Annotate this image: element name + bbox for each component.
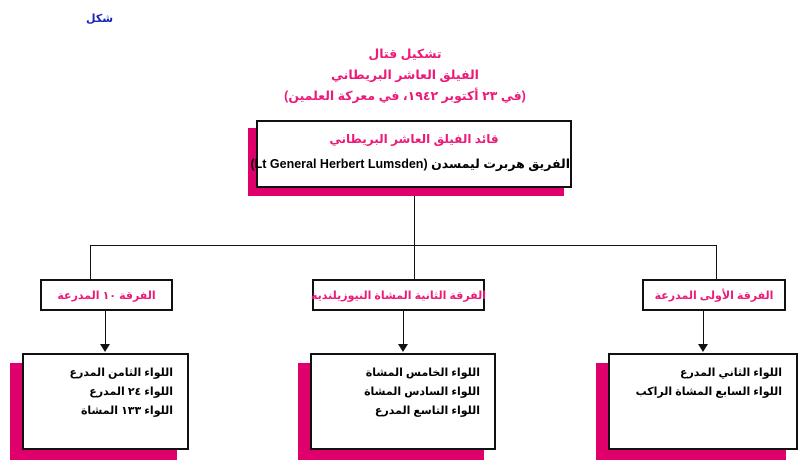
connector-brigade-stem-0 <box>105 311 106 345</box>
heading-line-2: الفيلق العاشر البريطاني <box>331 68 479 82</box>
figure-label: شكل <box>86 13 114 25</box>
connector-division-stem-2 <box>716 245 717 279</box>
connector-division-stem-1 <box>414 245 415 279</box>
connector-horizontal-bus <box>90 245 716 246</box>
brigade-box-2: اللواء الثاني المدرع اللواء السابع المشا… <box>608 353 798 450</box>
brigade-line: اللواء الثامن المدرع <box>69 367 173 379</box>
arrowhead-icon-0 <box>100 344 110 352</box>
brigade-box-1: اللواء الخامس المشاة اللواء السادس المشا… <box>310 353 496 450</box>
brigade-line: اللواء السادس المشاة <box>364 386 480 398</box>
division-box-1: الفرقة الثانية المشاة النيوزيلندية <box>311 279 486 311</box>
connector-commander-stem <box>414 196 415 245</box>
chart-heading: تشكيل قتال الفيلق العاشر البريطاني (في ٢… <box>0 44 810 107</box>
arrowhead-icon-1 <box>398 344 408 352</box>
commander-name: الفريق هربرت ليمسدن (Lt General Herbert … <box>250 157 570 171</box>
connector-brigade-stem-2 <box>703 311 704 345</box>
division-label-1: الفرقة الثانية المشاة النيوزيلندية <box>311 289 486 302</box>
division-box-0: الفرقة ١٠ المدرعة <box>40 279 173 311</box>
commander-box: قائد الفيلق العاشر البريطاني الفريق هربر… <box>250 120 572 188</box>
brigade-box-0: اللواء الثامن المدرع اللواء ٢٤ المدرع ال… <box>22 353 189 450</box>
division-box-2: الفرقة الأولى المدرعة <box>642 279 786 311</box>
heading-line-3: (في ٢٣ أكتوبر ١٩٤٢، في معركة العلمين) <box>284 89 526 103</box>
commander-title: قائد الفيلق العاشر البريطاني <box>329 132 499 146</box>
brigade-line: اللواء ٢٤ المدرع <box>89 386 173 398</box>
brigade-line: اللواء الثاني المدرع <box>679 367 782 379</box>
arrowhead-icon-2 <box>698 344 708 352</box>
division-label-2: الفرقة الأولى المدرعة <box>654 289 774 302</box>
brigade-line: اللواء التاسع المدرع <box>374 405 480 417</box>
brigade-line: اللواء ١٣٣ المشاة <box>80 405 173 417</box>
brigade-line: اللواء الخامس المشاة <box>365 367 480 379</box>
brigade-line: اللواء السابع المشاة الراكب <box>635 386 782 398</box>
connector-brigade-stem-1 <box>403 311 404 345</box>
heading-line-1: تشكيل قتال <box>368 47 442 61</box>
connector-division-stem-0 <box>90 245 91 279</box>
division-label-0: الفرقة ١٠ المدرعة <box>57 289 156 302</box>
